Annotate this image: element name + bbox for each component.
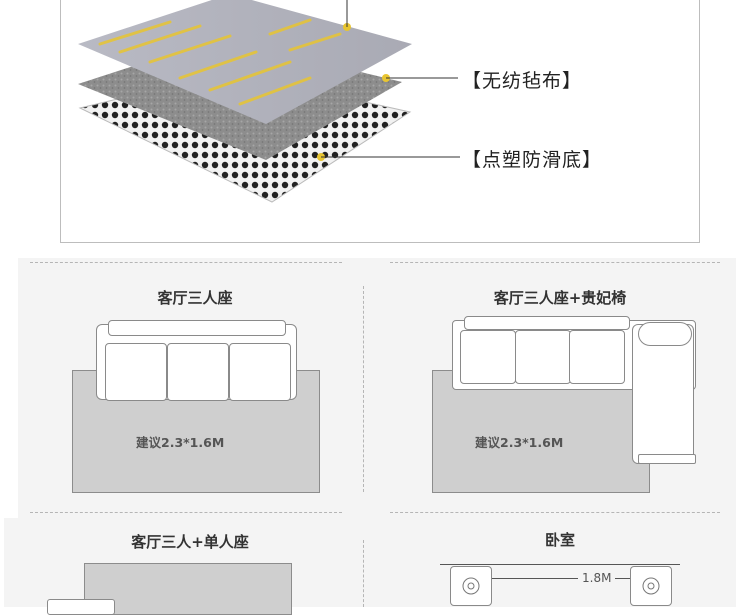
rug-size-label: 建议2.3*1.6M xyxy=(475,435,564,450)
scenario-title: 客厅三人座+贵妃椅 xyxy=(493,289,627,307)
bed-width-label: 1.8M xyxy=(578,571,616,585)
three-seat-sofa xyxy=(96,320,297,401)
rug-layers-illustration xyxy=(78,0,460,203)
scenario-title: 客厅三人座 xyxy=(157,289,233,307)
layer-label-felt: 【无纺毡布】 xyxy=(462,70,583,92)
divider xyxy=(390,512,720,513)
top-pattern-layer xyxy=(78,0,412,124)
divider xyxy=(30,512,342,513)
nightstand-left xyxy=(450,566,492,606)
width-measure-line xyxy=(490,578,630,579)
layer-label-anti-slip: 【点塑防滑底】 xyxy=(462,149,603,171)
rug-size-label: 建议2.3*1.6M xyxy=(136,435,225,450)
scenario-title: 客厅三人+单人座 xyxy=(131,533,249,551)
sofa-with-chaise xyxy=(452,316,698,466)
rug-outline xyxy=(84,563,292,615)
scenario-title: 卧室 xyxy=(544,531,575,549)
nightstand-lamp-icon xyxy=(462,577,480,595)
divider xyxy=(363,286,364,492)
yellow-pattern-streaks xyxy=(98,18,342,106)
divider xyxy=(30,262,342,263)
nightstand-right xyxy=(630,566,672,606)
single-seat-sofa xyxy=(47,599,115,615)
divider xyxy=(363,540,364,607)
nightstand-lamp-icon xyxy=(642,577,660,595)
bed-headboard xyxy=(440,564,680,565)
divider xyxy=(390,262,720,263)
